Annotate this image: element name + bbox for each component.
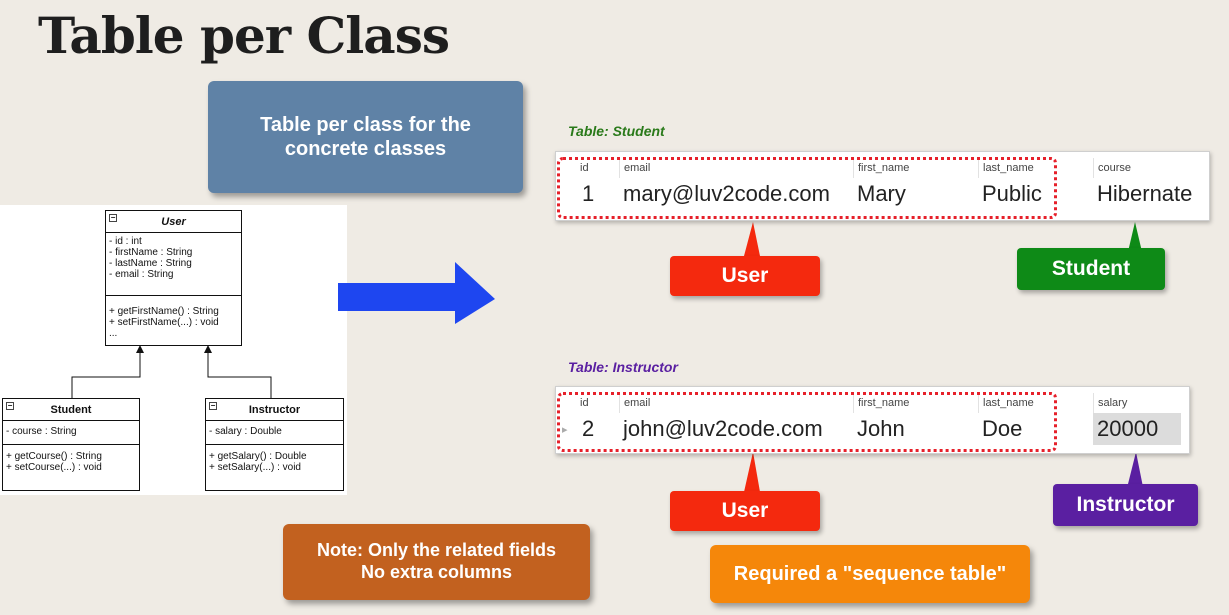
column-header: first_name [853, 393, 978, 413]
uml-attributes: - course : String [3, 421, 139, 445]
uml-diagram: − User - id : int - firstName : String -… [0, 205, 347, 495]
inherited-fields-highlight [557, 392, 1057, 452]
note-callout-line2: No extra columns [360, 562, 513, 582]
uml-class-header: − Instructor [206, 399, 343, 421]
table-cell: 1 [582, 181, 595, 206]
column-header: id [580, 397, 589, 409]
uml-attributes: - salary : Double [206, 421, 343, 445]
instructor-table: id email first_name last_name salary ▸ 2… [555, 386, 1190, 454]
uml-method: + getSalary() : Double [209, 451, 307, 462]
right-arrow-icon [338, 262, 495, 324]
note-callout: Note: Only the related fields No extra c… [283, 524, 590, 600]
column-header: last_name [978, 158, 1088, 178]
table-cell: John [857, 416, 905, 441]
uml-class-name: Instructor [248, 403, 301, 416]
uml-class-student: − Student - course : String + getCourse(… [2, 398, 140, 491]
user-tag: User [670, 256, 820, 296]
sequence-table-callout-text: Required a "sequence table" [733, 563, 1007, 585]
uml-methods: + getCourse() : String + setCourse(...) … [3, 445, 139, 476]
uml-methods: + getSalary() : Double + setSalary(...) … [206, 445, 343, 476]
table-cell: mary@luv2code.com [623, 181, 830, 206]
instructor-tag-pointer [1126, 452, 1144, 492]
uml-attribute: - id : int [109, 236, 142, 247]
instructor-tag-label: Instructor [1076, 493, 1175, 516]
uml-attribute: - salary : Double [209, 426, 282, 437]
uml-class-header: − Student [3, 399, 139, 421]
column-header: course [1093, 158, 1211, 178]
instructor-tag: Instructor [1053, 484, 1198, 526]
page-title: Table per Class [38, 6, 450, 65]
sequence-table-callout: Required a "sequence table" [710, 545, 1030, 603]
note-callout-line1: Note: Only the related fields [316, 540, 557, 561]
uml-method: + setCourse(...) : void [6, 462, 102, 473]
collapse-icon[interactable]: − [109, 213, 117, 222]
user-tag-label: User [721, 499, 769, 522]
uml-method: + getCourse() : String [6, 451, 102, 462]
row-marker-icon: ▸ [562, 423, 568, 436]
student-tag: Student [1017, 248, 1165, 290]
user-tag-pointer [744, 452, 760, 492]
table-cell: 20000 [1093, 413, 1181, 445]
user-tag-pointer [744, 222, 760, 256]
table-header-row: id email first_name last_name salary [556, 393, 1189, 413]
concrete-classes-callout: Table per class for the concrete classes [208, 81, 523, 193]
table-header-row: id email first_name last_name course [556, 158, 1209, 178]
column-header: last_name [978, 393, 1088, 413]
column-header: id [580, 162, 589, 174]
user-tag: User [670, 491, 820, 531]
uml-class-name: Student [50, 403, 92, 416]
table-cell: Public [982, 181, 1042, 206]
collapse-icon[interactable]: − [6, 401, 14, 410]
table-cell: john@luv2code.com [623, 416, 823, 441]
column-header: email [619, 393, 853, 413]
uml-attributes: - id : int - firstName : String - lastNa… [106, 233, 241, 296]
uml-methods: + getFirstName() : String + setFirstName… [106, 296, 241, 342]
table-cell: Mary [857, 181, 906, 206]
uml-class-header: − User [106, 211, 241, 233]
uml-class-instructor: − Instructor - salary : Double + getSala… [205, 398, 344, 491]
column-header: first_name [853, 158, 978, 178]
student-tag-pointer [1127, 222, 1143, 256]
inherited-fields-highlight [557, 157, 1057, 219]
uml-attribute: - course : String [6, 426, 77, 437]
student-table: id email first_name last_name course 1 m… [555, 151, 1210, 221]
uml-method: + setFirstName(...) : void [109, 317, 219, 328]
table-row[interactable]: ▸ 2 john@luv2code.com John Doe 20000 [556, 413, 1189, 445]
uml-method: + setSalary(...) : void [209, 462, 301, 473]
uml-method: ... [109, 328, 118, 339]
uml-attribute: - lastName : String [109, 258, 192, 269]
instructor-table-label: Table: Instructor [568, 359, 678, 375]
table-row[interactable]: 1 mary@luv2code.com Mary Public Hibernat… [556, 178, 1209, 210]
collapse-icon[interactable]: − [209, 401, 217, 410]
column-header: email [619, 158, 853, 178]
uml-class-name: User [161, 215, 186, 228]
table-cell: Hibernate [1097, 181, 1193, 206]
student-table-label: Table: Student [568, 123, 665, 139]
uml-attribute: - email : String [109, 269, 174, 280]
user-tag-label: User [721, 264, 769, 287]
column-header: salary [1093, 393, 1181, 413]
table-cell: Doe [982, 416, 1023, 441]
table-cell: 2 [582, 416, 595, 441]
uml-class-user: − User - id : int - firstName : String -… [105, 210, 242, 346]
uml-attribute: - firstName : String [109, 247, 193, 258]
uml-method: + getFirstName() : String [109, 306, 219, 317]
student-tag-label: Student [1051, 257, 1131, 280]
inheritance-connectors [71, 345, 272, 398]
concrete-classes-callout-text: Table per class for the concrete classes [260, 114, 471, 160]
